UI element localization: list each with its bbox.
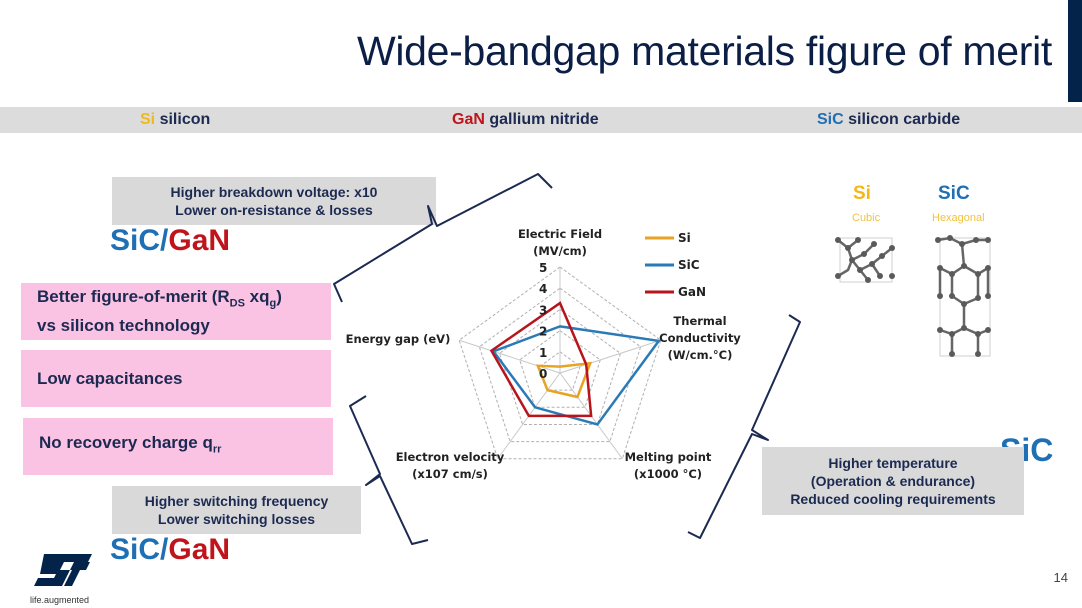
switching-callout: Higher switching frequency Lower switchi… [112,486,361,534]
crystal-si-structure: Cubic [852,212,881,224]
crystal-sic-label: SiC [938,183,970,204]
axis-label: (x1000 °C) [634,467,702,481]
cubic-crystal-image [835,237,895,283]
radar-chart: 0 1 2 3 4 5 Electric Field (MV/cm) ThermalCondu… [346,227,742,481]
sic-gan-tag-bottom: SiC/GaN [110,533,231,566]
slide-title: Wide-bandgap materials figure of merit [356,28,1052,74]
radar-grid [458,266,662,460]
page-number: 14 [1053,570,1068,585]
hexagonal-crystal-image [935,235,991,357]
material-si: Si silicon [140,111,211,128]
bracket-top [333,173,553,303]
crystal-si-label: Si [853,183,871,204]
axis-label: (W/cm.°C) [668,348,733,362]
capacitance-benefit-box: Low capacitances [21,350,331,407]
tick-label: 5 [539,261,547,275]
grid-ring-2 [519,329,601,408]
legend-label: SiC [678,258,700,272]
axis-label: Electron velocity [396,450,505,464]
fom-benefit-box: Better figure-of-merit (RDS xqg) vs sili… [21,283,331,340]
grid-ring-4 [478,287,642,443]
axis-spoke [559,339,661,374]
crystal-sic-structure: Hexagonal [932,212,985,224]
recovery-benefit-box: No recovery charge qrr [23,418,333,475]
axis-label: Conductivity [659,331,741,345]
material-gan: GaN gallium nitride [452,111,599,128]
grid-ring-5 [458,266,662,460]
bracket-right [687,314,801,539]
materials-strip: Si silicon GaN gallium nitride SiC silic… [0,107,1082,133]
material-sic: SiC silicon carbide [817,111,961,128]
st-logo-icon [34,554,92,586]
axis-label: Electric Field [518,227,602,241]
sic-gan-tag-top: SiC/GaN [110,224,231,257]
st-logo: life.augmented [30,552,100,605]
axis-label: Thermal [673,314,726,328]
legend-label: GaN [678,285,706,299]
tick-label: 1 [539,346,547,360]
axis-label: Energy gap (eV) [346,332,451,346]
tick-label: 0 [539,367,547,381]
series-gan [489,301,593,418]
tick-label: 2 [539,325,547,339]
bracket-left [349,395,429,545]
axis-label: (x107 cm/s) [412,467,488,481]
temperature-callout: Higher temperature (Operation & enduranc… [762,447,1024,515]
axis-label: Melting point [625,450,712,464]
tick-label: 4 [539,282,547,296]
logo-tagline: life.augmented [30,595,90,605]
breakdown-callout: Higher breakdown voltage: x10 Lower on-r… [112,177,436,225]
axis-spoke [459,339,561,374]
accent-bar [1068,0,1082,102]
legend-label: Si [678,231,691,245]
tick-label: 3 [539,303,547,317]
axis-label: (MV/cm) [533,244,587,258]
